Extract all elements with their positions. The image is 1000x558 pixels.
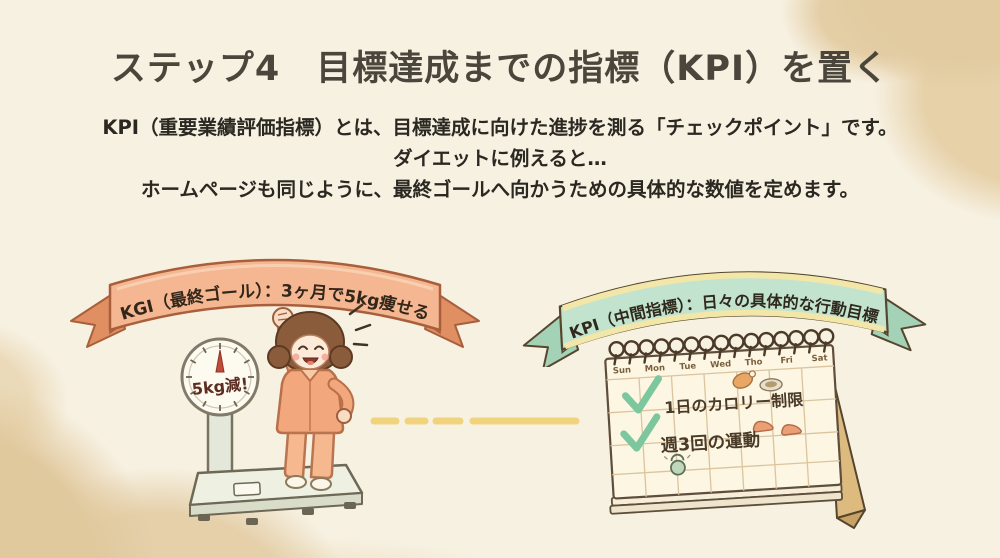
- calendar-illustration: Sun Mon Tue Wed Tho Fri Sat 1日のカロリー制限: [604, 327, 866, 529]
- kgi-ribbon-banner: KGI（最終ゴール）：3ヶ月で5kg痩せる: [70, 258, 480, 348]
- woman-hair-curl-right: [329, 345, 353, 369]
- kgi-ribbon-highlight: [116, 264, 434, 291]
- kpi-ribbon-edge-bottom: [563, 309, 886, 350]
- day-label-mon: Mon: [644, 363, 665, 374]
- woman-eye-right: [314, 345, 324, 350]
- kpi-ribbon-banner: KPI（中間指標）：日々の具体的な行動目標: [522, 271, 927, 367]
- intro-line-2: ダイエットに例えると…: [393, 147, 607, 170]
- calendar-day-headers: Sun Mon Tue Wed Tho Fri Sat: [613, 353, 828, 376]
- scale-foot-4: [344, 502, 356, 509]
- scale-platform-front: [189, 492, 363, 517]
- day-label-wed: Wed: [710, 359, 732, 370]
- day-label-thu: Tho: [745, 357, 763, 368]
- woman-tongue: [307, 361, 314, 365]
- kettlebell-icon: [663, 453, 691, 476]
- woman-hair-curl-left: [267, 345, 291, 369]
- intro-line-3: ホームページも同じように、最終ゴールへ向かうための具体的な数値を定めます。: [141, 178, 859, 201]
- day-label-tue: Tue: [679, 361, 696, 372]
- woman-blush-right: [321, 353, 329, 361]
- scale-needle: [215, 349, 225, 373]
- scale-foot-3: [302, 508, 314, 515]
- woman-hip-hand: [336, 408, 352, 424]
- woman-eye-left: [298, 345, 308, 350]
- intro-text: KPI（重要業績評価指標）とは、目標達成に向けた進捗を測る「チェックポイント」で…: [0, 112, 1000, 205]
- woman-figure: [267, 303, 372, 491]
- woman-blush-left: [292, 353, 300, 361]
- scale-post: [206, 410, 234, 480]
- day-label-fri: Fri: [780, 355, 793, 366]
- checkmark-icon-1: [621, 375, 662, 414]
- page-title: ステップ4 目標達成までの指標（KPI）を置く: [110, 49, 890, 89]
- kgi-ribbon-band: [108, 258, 442, 332]
- woman-pants-left: [283, 431, 308, 479]
- sneaker-icon-1: [752, 420, 774, 433]
- sneaker-icon-2: [781, 424, 802, 436]
- day-label-sun: Sun: [613, 365, 632, 376]
- woman-shoe-right: [310, 477, 332, 491]
- woman-fist-lines: [277, 312, 288, 321]
- checkmark-icon-2: [620, 413, 661, 452]
- scale-foot-2: [246, 518, 258, 525]
- kpi-ribbon-edge-top: [561, 272, 884, 312]
- scale-dial: [180, 337, 260, 417]
- woman-shoe-left: [285, 475, 307, 489]
- calendar-page-stack-2: [609, 490, 843, 515]
- day-label-sat: Sat: [811, 353, 828, 364]
- scale-display-window: [233, 481, 261, 497]
- woman-pants-right: [309, 431, 336, 480]
- scale-illustration: 5kg減!: [180, 303, 372, 525]
- calendar-stand-fold: [836, 509, 866, 529]
- drumstick-icon: [732, 370, 756, 389]
- intro-line-1: KPI（重要業績評価指標）とは、目標達成に向けた進捗を測る「チェックポイント」で…: [102, 116, 898, 139]
- connector-dashed-line: [370, 417, 580, 425]
- plate-icon: [759, 378, 783, 392]
- woman-emphasis-lines: [348, 303, 372, 347]
- scale-foot-1: [198, 514, 210, 521]
